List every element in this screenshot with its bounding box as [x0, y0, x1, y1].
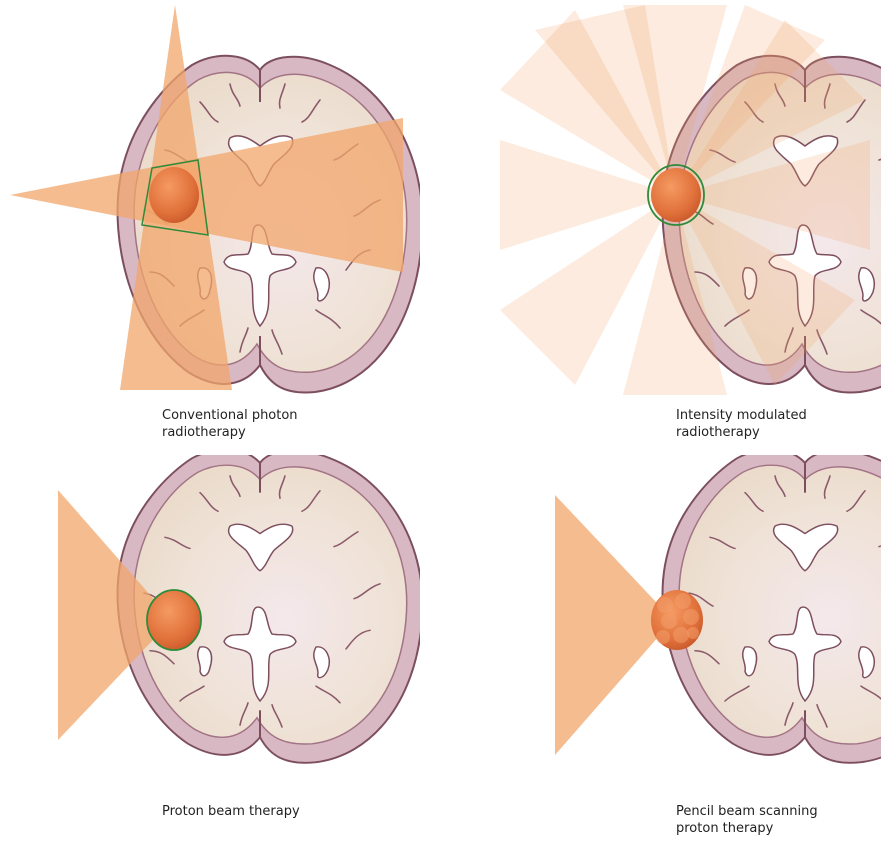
tumor — [651, 168, 701, 222]
tumor-spot-scanned — [651, 590, 703, 650]
caption-pencil-beam: Pencil beam scanning proton therapy — [676, 803, 876, 837]
panel-proton-beam — [0, 455, 420, 800]
caption-imrt: Intensity modulated radiotherapy — [676, 407, 876, 441]
panel-pencil-beam — [495, 455, 881, 800]
tumor — [149, 167, 199, 223]
caption-conventional-photon: Conventional photon radiotherapy — [162, 407, 382, 441]
tumor — [147, 590, 201, 650]
panel-conventional-photon — [0, 0, 420, 400]
panel-imrt — [495, 0, 881, 400]
caption-proton-beam: Proton beam therapy — [162, 803, 382, 820]
